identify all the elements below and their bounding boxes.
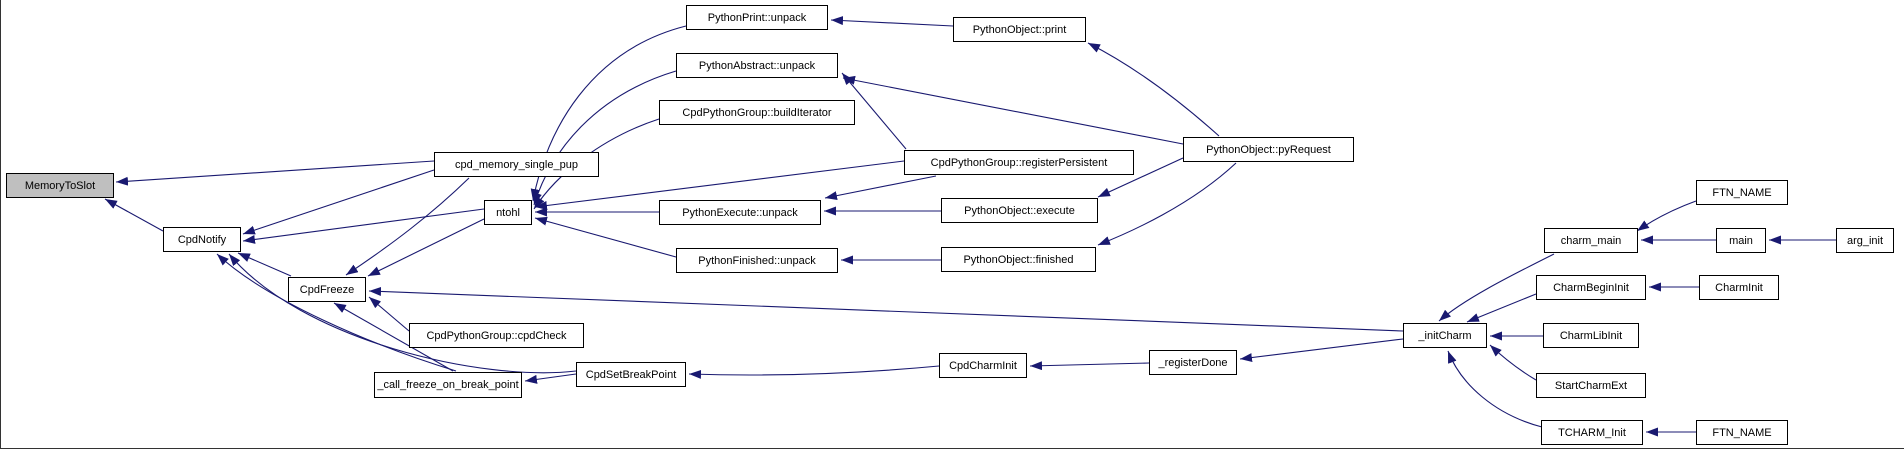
graph-node-label: PythonAbstract::unpack [698,59,816,72]
graph-node-PythonExecute_unpack[interactable]: PythonExecute::unpack [659,200,821,225]
graph-node-label: charm_main [1560,234,1622,247]
call-edge-PythonAbstract_unpack-to-ntohl [533,70,677,206]
call-edge-CpdFreeze-to-CpdNotify [237,252,292,277]
graph-node-label: FTN_NAME [1712,426,1772,439]
call-edge-CpdSetBreakPoint-to-_call_freeze_on_break_point [524,373,577,384]
graph-node-cpd_memory_single_pup[interactable]: cpd_memory_single_pup [434,152,599,177]
graph-node-PythonPrint_unpack[interactable]: PythonPrint::unpack [686,5,828,30]
graph-node-PythonFinished_unpack[interactable]: PythonFinished::unpack [676,248,838,273]
call-edge-TCHARM_Init-to-_initCharm [1447,350,1543,428]
graph-node-label: CpdPythonGroup::registerPersistent [930,156,1108,169]
graph-node-label: CpdFreeze [299,283,355,296]
call-edge-FTN_NAME_top-to-charm_main [1636,200,1697,232]
call-edge-_registerDone-to-CpdCharmInit [1029,361,1150,371]
graph-node-_registerDone[interactable]: _registerDone [1149,350,1237,375]
graph-node-PythonAbstract_unpack[interactable]: PythonAbstract::unpack [676,53,838,78]
graph-node-label: FTN_NAME [1712,186,1772,199]
graph-node-ntohl[interactable]: ntohl [484,200,532,225]
graph-node-MemoryToSlot: MemoryToSlot [6,173,114,198]
call-edge-PythonObject_pyRequest-to-PythonObject_finished [1097,162,1237,246]
call-edge-CpdPythonGroup_registerPersistent-to-ntohl [534,160,905,210]
graph-node-PythonObject_execute[interactable]: PythonObject::execute [941,198,1098,223]
call-edge-StartCharmExt-to-_initCharm [1489,344,1537,381]
graph-node-label: CpdPythonGroup::buildIterator [682,106,832,119]
graph-node-arg_init[interactable]: arg_init [1836,228,1894,253]
graph-node-label: _registerDone [1158,356,1228,369]
call-edge-cpd_memory_single_pup-to-MemoryToSlot [115,160,435,186]
graph-node-StartCharmExt[interactable]: StartCharmExt [1536,373,1646,398]
graph-node-CharmBeginInit[interactable]: CharmBeginInit [1536,275,1646,300]
graph-node-label: CpdNotify [177,233,227,246]
call-edge-CpdNotify-to-MemoryToSlot [104,198,164,232]
call-edge-PythonObject_pyRequest-to-PythonObject_execute [1097,157,1184,198]
graph-node-CharmInit[interactable]: CharmInit [1699,275,1779,300]
graph-node-_initCharm[interactable]: _initCharm [1403,323,1487,348]
graph-node-label: ntohl [496,206,520,219]
graph-node-CpdCharmInit[interactable]: CpdCharmInit [939,353,1027,378]
call-edge-CharmBeginInit-to-_initCharm [1466,293,1537,323]
graph-node-CpdPythonGroup_cpdCheck[interactable]: CpdPythonGroup::cpdCheck [409,323,584,348]
graph-node-charm_main[interactable]: charm_main [1544,228,1638,253]
graph-node-PythonObject_finished[interactable]: PythonObject::finished [941,247,1096,272]
call-edge-_initCharm-to-_registerDone [1239,338,1404,363]
graph-node-label: _initCharm [1418,329,1472,342]
graph-node-FTN_NAME_top[interactable]: FTN_NAME [1696,180,1788,205]
graph-node-CpdPythonGroup_registerPersistent[interactable]: CpdPythonGroup::registerPersistent [904,150,1134,175]
graph-node-label: PythonFinished::unpack [698,254,816,267]
graph-node-CpdPythonGroup_buildIterator[interactable]: CpdPythonGroup::buildIterator [659,100,855,125]
call-edge-_call_freeze_on_break_point-to-CpdNotify [216,253,457,372]
graph-node-CharmLibInit[interactable]: CharmLibInit [1543,323,1639,348]
graph-node-label: PythonObject::execute [964,204,1075,217]
call-edge-ntohl-to-CpdNotify [242,208,485,244]
graph-node-label: arg_init [1846,234,1884,247]
call-edge-cpd_memory_single_pup-to-CpdFreeze [345,177,470,276]
graph-node-CpdNotify[interactable]: CpdNotify [163,227,241,252]
graph-node-PythonObject_print[interactable]: PythonObject::print [953,17,1086,42]
graph-node-label: PythonExecute::unpack [682,206,798,219]
graph-node-label: _call_freeze_on_break_point [377,379,519,391]
graph-node-label: MemoryToSlot [24,179,96,192]
call-edge-ntohl-to-CpdFreeze [367,218,485,277]
call-edge-CpdPythonGroup_registerPersistent-to-PythonExecute_unpack [824,175,937,201]
graph-node-FTN_NAME_bottom[interactable]: FTN_NAME [1696,420,1788,445]
graph-node-CpdFreeze[interactable]: CpdFreeze [288,277,366,302]
call-edge-_initCharm-to-CpdFreeze [368,286,1404,332]
graph-node-label: CpdPythonGroup::cpdCheck [426,329,567,342]
graph-node-CpdSetBreakPoint[interactable]: CpdSetBreakPoint [576,362,686,387]
graph-node-label: PythonObject::finished [963,253,1074,266]
graph-node-label: CpdSetBreakPoint [585,368,677,381]
call-edge-PythonObject_print-to-PythonPrint_unpack [830,16,954,27]
graph-node-label: PythonObject::print [972,23,1067,36]
call-edge-cpd_memory_single_pup-to-CpdNotify [242,169,435,235]
graph-node-label: CpdCharmInit [949,359,1017,372]
call-edge-CpdPythonGroup_cpdCheck-to-CpdFreeze [368,296,410,332]
graph-node-label: CharmLibInit [1559,329,1623,342]
call-edge-CpdCharmInit-to-CpdSetBreakPoint [688,365,940,379]
graph-node-PythonObject_pyRequest[interactable]: PythonObject::pyRequest [1183,137,1354,162]
graph-node-label: PythonObject::pyRequest [1206,143,1331,156]
call-edge-CpdPythonGroup_registerPersistent-to-PythonAbstract_unpack [841,72,907,150]
graph-node-label: CharmBeginInit [1553,281,1629,294]
graph-node-label: TCHARM_Init [1558,426,1626,439]
graph-node-label: main [1729,234,1753,247]
graph-node-label: PythonPrint::unpack [707,11,807,24]
graph-node-label: cpd_memory_single_pup [455,158,578,171]
graph-node-TCHARM_Init[interactable]: TCHARM_Init [1541,420,1643,445]
graph-node-label: CharmInit [1715,281,1763,294]
graph-node-_call_freeze_on_break_point[interactable]: _call_freeze_on_break_point [374,372,522,398]
graph-node-label: StartCharmExt [1554,379,1628,392]
call-edge-CpdSetBreakPoint-to-CpdNotify [228,253,577,374]
call-edge-_call_freeze_on_break_point-to-CpdFreeze [333,302,454,372]
graph-node-main[interactable]: main [1716,228,1766,253]
call-edge-PythonObject_pyRequest-to-PythonObject_print [1087,42,1220,137]
call-edge-PythonObject_pyRequest-to-PythonAbstract_unpack [842,75,1184,145]
call-edge-charm_main-to-_initCharm [1438,253,1555,322]
call-edge-PythonFinished_unpack-to-ntohl [534,216,677,258]
